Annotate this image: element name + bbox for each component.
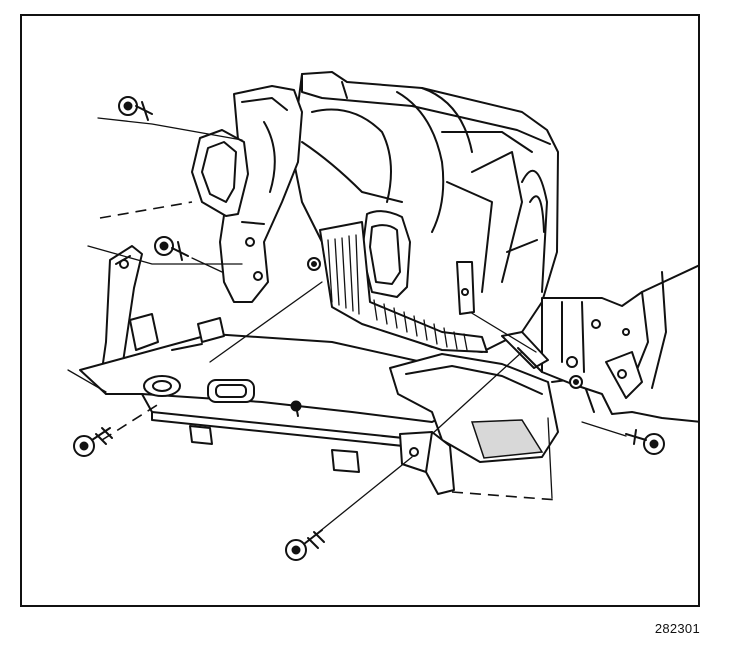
bolt-lower-left [73,427,113,457]
front-right-bracket [399,431,455,495]
figure-number: 282301 [654,621,700,636]
small-nut-right [569,375,583,389]
illustration-frame [20,14,700,607]
bolt-left-mid [154,236,189,261]
bolt-right [625,429,665,455]
bolt-lower-center [285,529,325,561]
hvac-case-housing [291,71,559,353]
exploded-view-drawing [67,71,698,561]
left-mount-flange [191,129,249,217]
small-nut-inlet [307,257,321,271]
lower-duct [389,353,595,463]
core-fins [327,234,468,351]
alignment-lines [67,117,627,537]
right-crosscar-beam [541,264,698,423]
bolt-top-left [118,96,153,121]
